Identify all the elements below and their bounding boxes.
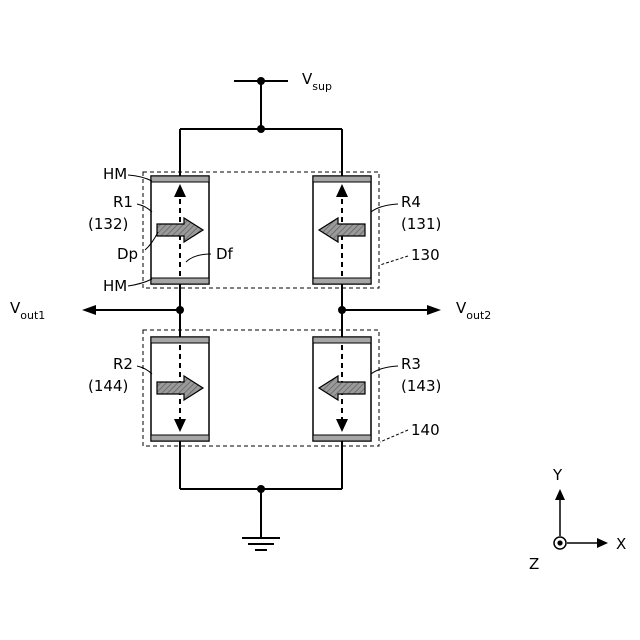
hm-bar (313, 176, 371, 182)
dp-label: Dp (117, 245, 138, 263)
vout2-arrowhead (427, 305, 441, 315)
r1-name-label: R1 (113, 193, 133, 211)
vout1-arrowhead (82, 305, 96, 315)
hm-bar (313, 337, 371, 343)
leader-hm-top (128, 175, 152, 181)
leader-r1 (137, 204, 152, 212)
r3-name-label: R3 (401, 355, 421, 373)
y-axis-label: Y (552, 466, 563, 484)
ground-symbol (242, 538, 280, 550)
junction-dot (176, 306, 184, 314)
hm-top-label: HM (103, 165, 127, 183)
hm-bar (151, 278, 209, 284)
x-axis-arrowhead (597, 538, 608, 548)
y-axis-arrowhead (555, 489, 565, 500)
x-axis-label: X (616, 535, 626, 553)
hm-bar (151, 337, 209, 343)
resistor-r2 (151, 337, 209, 441)
leader-r2 (137, 366, 152, 374)
z-axis-dot (557, 540, 562, 545)
junction-dot (257, 77, 265, 85)
hm-bottom-label: HM (103, 277, 127, 295)
coordinate-axes: Y X Z (529, 466, 626, 573)
circuit-wires (95, 81, 428, 538)
z-axis-label: Z (529, 555, 539, 573)
vout1-label: Vout1 (10, 299, 45, 322)
supply-label: Vsup (302, 70, 332, 93)
leader-130 (380, 256, 408, 265)
r3-ref-label: (143) (401, 377, 441, 395)
junction-dot (257, 485, 265, 493)
junction-dot (257, 125, 265, 133)
r4-ref-label: (131) (401, 215, 441, 233)
r4-name-label: R4 (401, 193, 421, 211)
r2-ref-label: (144) (88, 377, 128, 395)
hm-bar (151, 435, 209, 441)
hm-bar (151, 176, 209, 182)
leader-140 (380, 430, 408, 442)
leader-hm-bottom (128, 279, 152, 286)
leader-r3 (371, 366, 398, 374)
resistor-r4 (313, 176, 371, 284)
r1-ref-label: (132) (88, 215, 128, 233)
group-130-label: 130 (411, 246, 440, 264)
hm-bar (313, 435, 371, 441)
leader-r4 (371, 204, 398, 212)
hm-bar (313, 278, 371, 284)
junction-dot (338, 306, 346, 314)
group-140-label: 140 (411, 421, 440, 439)
resistor-r3 (313, 337, 371, 441)
r2-name-label: R2 (113, 355, 133, 373)
df-label: Df (216, 245, 234, 263)
resistor-r1 (151, 176, 209, 284)
vout2-label: Vout2 (456, 299, 491, 322)
